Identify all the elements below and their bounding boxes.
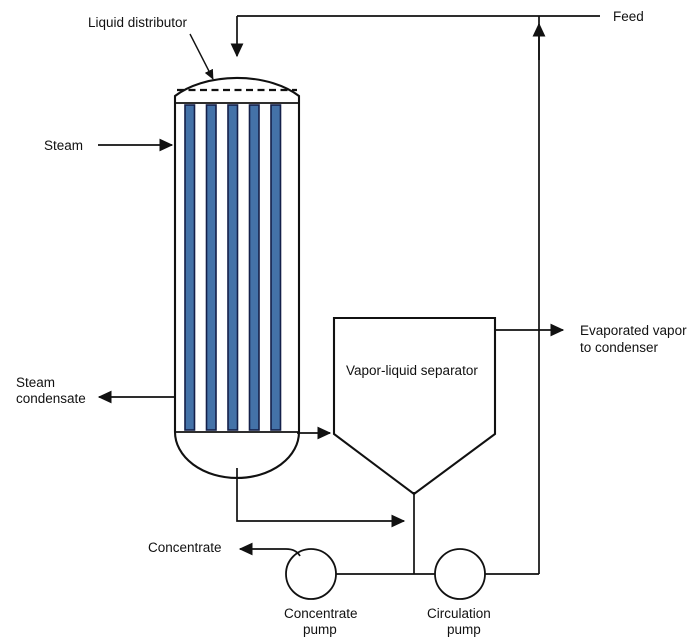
tube xyxy=(227,104,239,431)
tube xyxy=(248,104,260,431)
circulation-pump-label-line1: Circulation xyxy=(427,606,491,621)
circulation-pump-label-line2: pump xyxy=(447,622,481,637)
liquid-distributor-label: Liquid distributor xyxy=(88,15,188,30)
vapor-liquid-separator xyxy=(332,316,497,496)
column-bottoms-line xyxy=(236,468,406,528)
liquid-distributor-leader xyxy=(189,33,214,80)
vapor-liquid-separator-label: Vapor-liquid separator xyxy=(346,363,478,378)
steam-label: Steam xyxy=(44,138,83,153)
feed-stream-line xyxy=(230,15,600,574)
tube-bundle xyxy=(184,104,282,431)
tube xyxy=(205,104,217,431)
concentrate-pump-label-line2: pump xyxy=(303,622,337,637)
tube xyxy=(184,104,196,431)
evaporated-vapor-label-line2: to condenser xyxy=(580,340,659,355)
feed-label: Feed xyxy=(613,9,644,24)
circulation-pump xyxy=(434,548,486,600)
concentrate-pump xyxy=(285,548,337,600)
concentrate-label: Concentrate xyxy=(148,540,222,555)
steam-condensate-label-line2: condensate xyxy=(16,391,86,406)
concentrate-outlet-elbow xyxy=(285,548,301,557)
tube xyxy=(270,104,282,431)
concentrate-pump-label-line1: Concentrate xyxy=(284,606,358,621)
steam-condensate-label-line1: Steam xyxy=(16,375,55,390)
evaporated-vapor-label-line1: Evaporated vapor xyxy=(580,323,687,338)
